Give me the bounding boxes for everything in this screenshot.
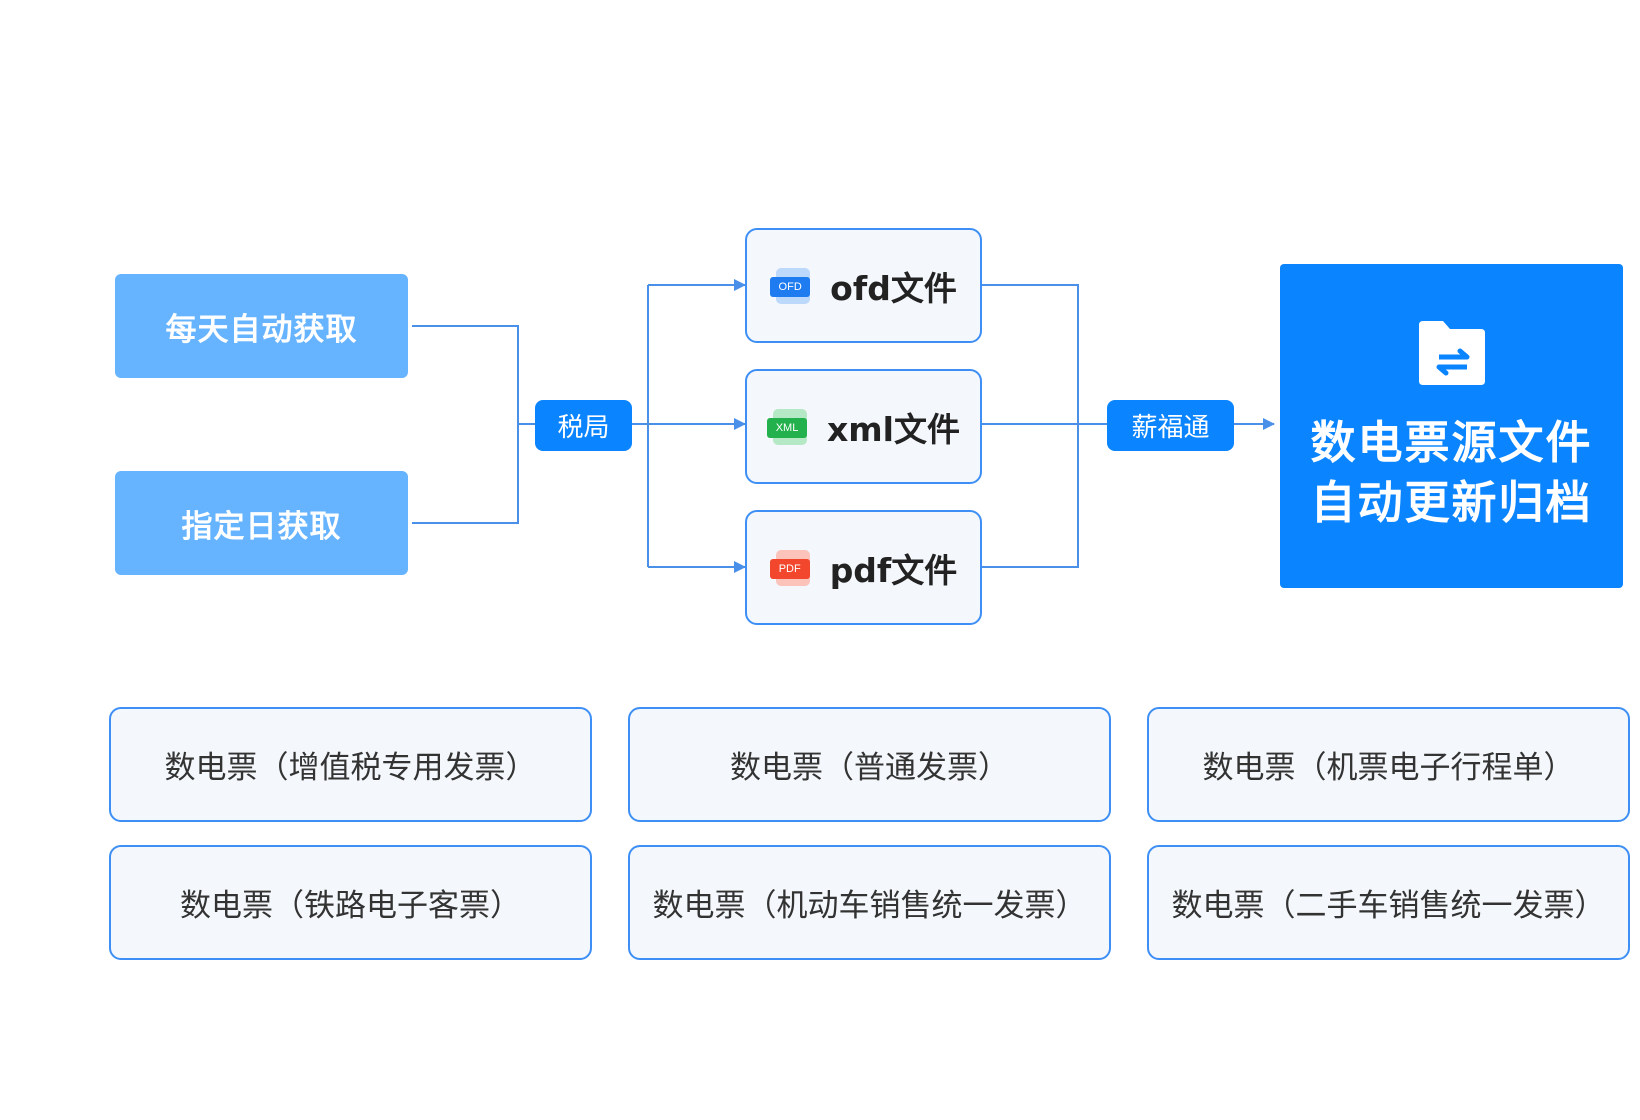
ofd-file-tag: OFD: [770, 276, 811, 297]
source-to-files-trunk: [632, 285, 649, 567]
folder-import-icon: [1417, 319, 1487, 391]
invoice-type-air-itinerary: 数电票（机票电子行程单）: [1147, 707, 1630, 822]
archive-target-line2: 自动更新归档: [1310, 476, 1593, 529]
invoice-type-vat-special: 数电票（增值税专用发票）: [109, 707, 592, 822]
invoice-type-used-vehicle: 数电票（二手车销售统一发票）: [1147, 845, 1630, 960]
file-label-ofd: ofd文件: [830, 268, 957, 308]
invoice-type-label: 数电票（二手车销售统一发票）: [1171, 888, 1606, 924]
connector-xinfutong: 薪福通: [1107, 400, 1234, 451]
trigger-specified-date-fetch: 指定日获取: [115, 471, 408, 575]
connector-xinfutong-label: 薪福通: [1131, 413, 1210, 443]
archive-target: 数电票源文件 自动更新归档: [1280, 264, 1623, 588]
file-box-pdf: PDF pdf文件: [745, 510, 982, 625]
file-box-ofd: OFD ofd文件: [745, 228, 982, 343]
ofd-file-icon: OFD: [770, 267, 811, 304]
source-tax-bureau: 税局: [535, 400, 632, 451]
files-to-connector-trunk: [982, 284, 1107, 568]
pdf-file-tag: PDF: [769, 558, 810, 579]
archive-target-line1: 数电票源文件: [1310, 416, 1593, 469]
invoice-type-label: 数电票（铁路电子客票）: [180, 888, 521, 924]
pdf-file-icon: PDF: [769, 549, 810, 586]
invoice-type-motor-vehicle: 数电票（机动车销售统一发票）: [628, 845, 1111, 960]
invoice-type-label: 数电票（机动车销售统一发票）: [652, 888, 1087, 924]
trigger-daily-fetch-label: 每天自动获取: [165, 311, 358, 348]
trigger-daily-connector: [412, 325, 519, 424]
file-box-xml: XML xml文件: [745, 369, 982, 484]
source-tax-bureau-label: 税局: [557, 413, 610, 443]
invoice-type-railway-ticket: 数电票（铁路电子客票）: [109, 845, 592, 960]
trigger-date-connector: [412, 424, 519, 524]
xml-file-tag: XML: [767, 417, 807, 438]
xml-file-icon: XML: [767, 408, 807, 445]
invoice-type-general: 数电票（普通发票）: [628, 707, 1111, 822]
invoice-type-label: 数电票（增值税专用发票）: [164, 750, 537, 786]
invoice-type-label: 数电票（机票电子行程单）: [1202, 750, 1575, 786]
invoice-type-label: 数电票（普通发票）: [730, 750, 1009, 786]
file-label-xml: xml文件: [827, 409, 960, 449]
trigger-specified-date-fetch-label: 指定日获取: [181, 508, 342, 545]
file-label-pdf: pdf文件: [829, 550, 958, 590]
trigger-daily-fetch: 每天自动获取: [115, 274, 408, 378]
